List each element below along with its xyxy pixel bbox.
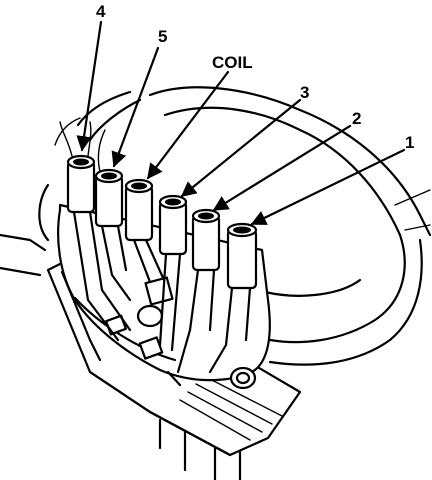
boot-coil <box>124 178 166 284</box>
leader-coil <box>146 70 230 180</box>
boot-1 <box>208 222 258 374</box>
callout-label-2: 2 <box>352 109 361 128</box>
engine-block-background <box>0 86 432 480</box>
boot-3 <box>158 194 188 352</box>
leader-5 <box>111 46 160 168</box>
boot-4 <box>66 154 132 342</box>
boot-2 <box>176 208 221 374</box>
callout-label-3: 3 <box>300 83 309 102</box>
wire-boots <box>66 154 258 374</box>
leader-1 <box>250 148 406 226</box>
callout-leaders <box>76 20 406 226</box>
leader-2 <box>212 124 352 212</box>
leader-4 <box>76 20 103 152</box>
callout-labels: 4 5 COIL 3 2 1 <box>96 2 414 152</box>
boot-5 <box>94 168 132 302</box>
callout-label-1: 1 <box>405 133 414 152</box>
callout-label-5: 5 <box>158 27 167 46</box>
callout-label-4: 4 <box>96 2 106 21</box>
callout-label-coil: COIL <box>212 53 253 72</box>
leader-3 <box>180 98 302 198</box>
